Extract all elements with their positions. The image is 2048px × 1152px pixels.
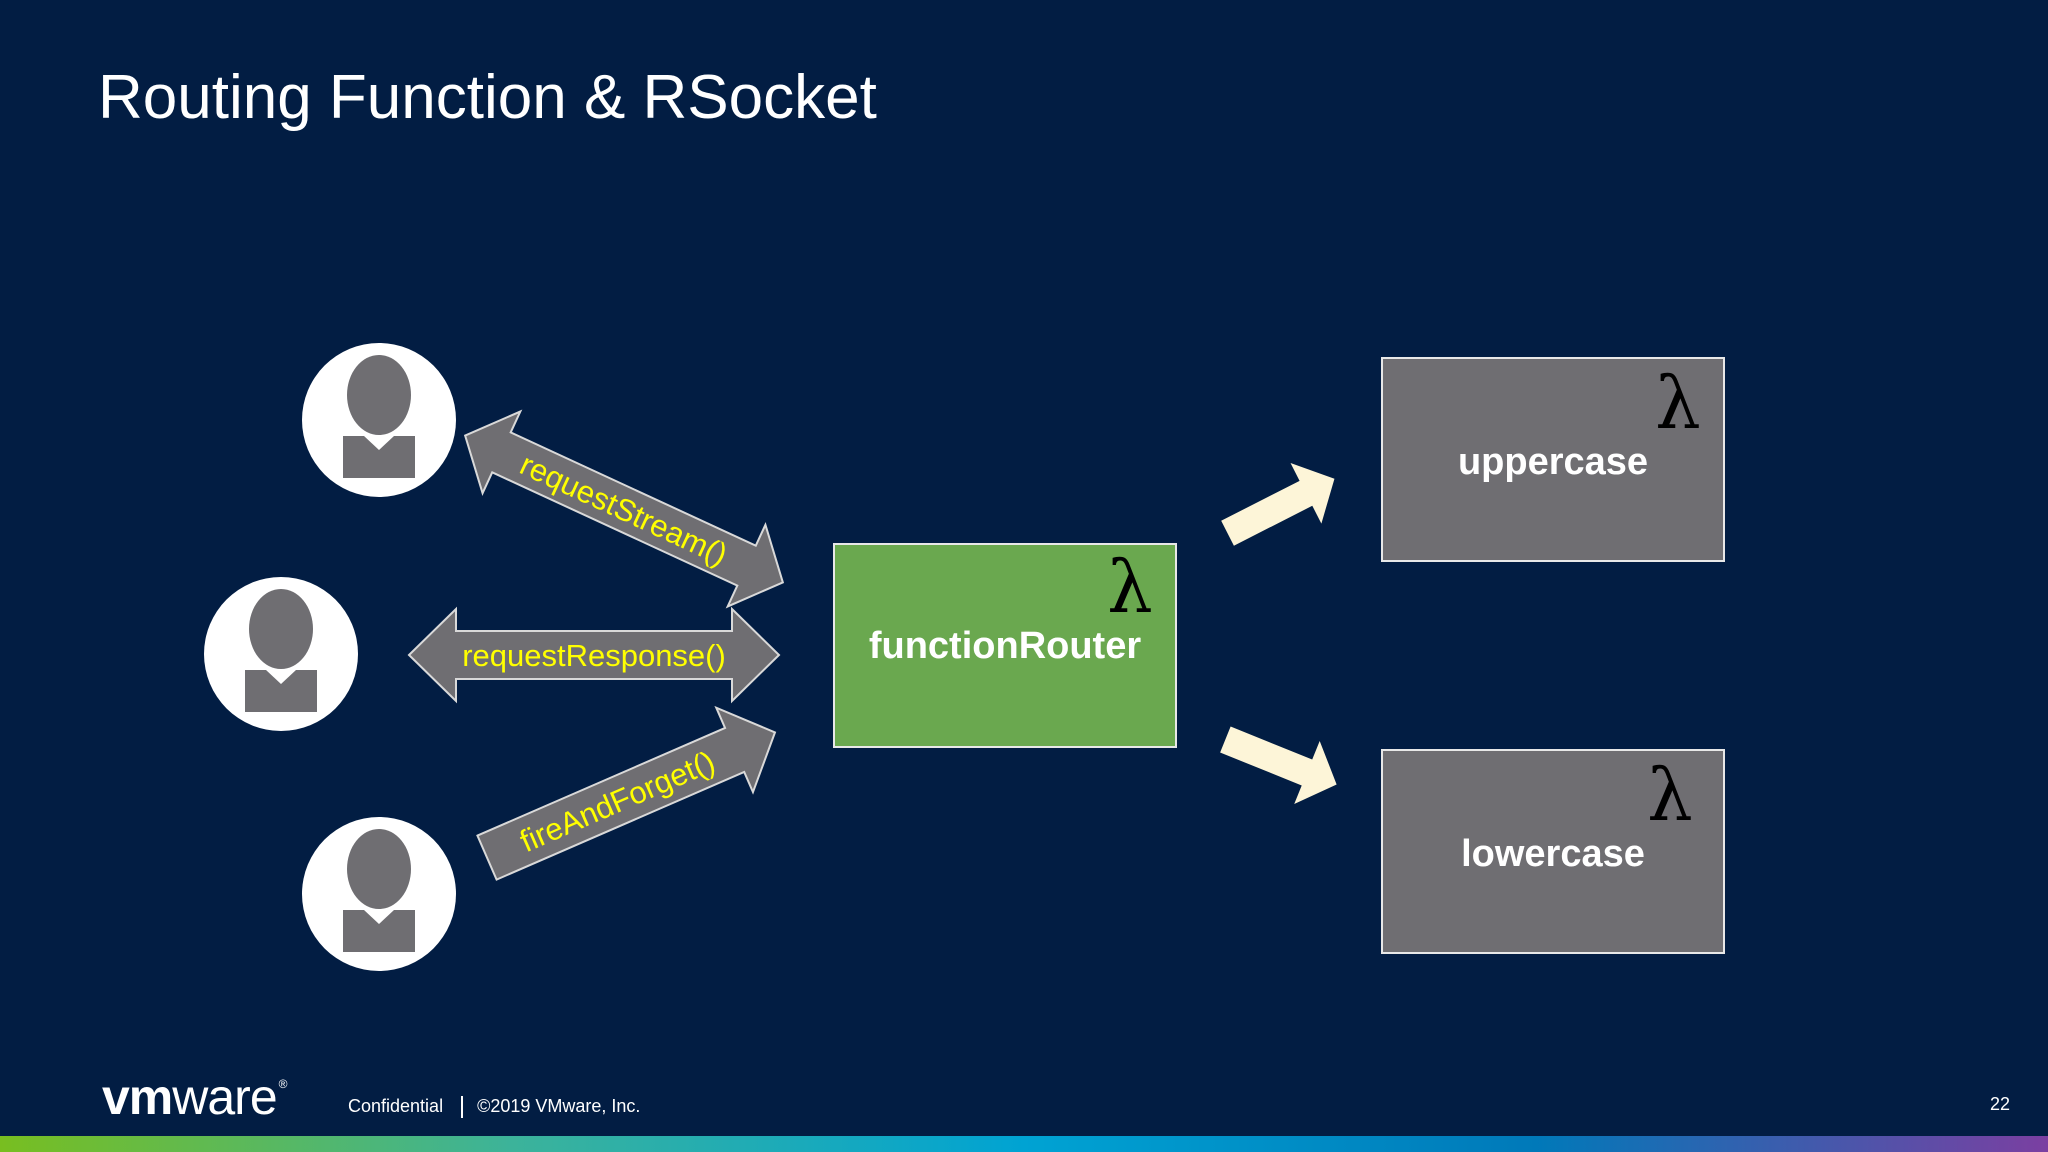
user-avatar-3	[302, 817, 456, 971]
function-router-box: λ functionRouter	[833, 543, 1177, 748]
request-stream-label: requestStream()	[515, 447, 733, 573]
request-stream-arrow: requestStream()	[463, 409, 785, 609]
logo-registered-mark: ®	[278, 1077, 288, 1091]
uppercase-lambda-icon: λ	[1655, 361, 1701, 445]
output-arrow-up	[1221, 462, 1335, 546]
output-arrow-down	[1220, 726, 1337, 805]
request-response-arrow: requestResponse()	[407, 606, 781, 704]
slide-title: Routing Function & RSocket	[98, 63, 877, 132]
footer-divider	[461, 1096, 464, 1119]
logo-vm: vm	[102, 1069, 173, 1125]
request-response-label: requestResponse()	[462, 638, 726, 673]
router-lambda-icon: λ	[1107, 545, 1153, 629]
confidential-label: Confidential	[348, 1096, 444, 1116]
vmware-logo: vmware®	[102, 1069, 288, 1125]
router-label: functionRouter	[869, 625, 1142, 667]
user-avatar-1	[302, 343, 456, 497]
fire-and-forget-arrow: fireAndForget()	[476, 705, 777, 881]
footer-legal: Confidential ©2019 VMware, Inc.	[348, 1096, 641, 1119]
copyright-label: ©2019 VMware, Inc.	[477, 1096, 641, 1116]
fire-and-forget-label: fireAndForget()	[515, 744, 720, 859]
logo-ware: ware	[172, 1069, 277, 1125]
user-avatar-2	[204, 577, 358, 731]
brand-gradient-bar	[0, 1136, 2048, 1152]
lowercase-lambda-icon: λ	[1647, 753, 1693, 837]
uppercase-label: uppercase	[1458, 441, 1648, 483]
lowercase-function-box: λ lowercase	[1381, 749, 1725, 954]
uppercase-function-box: λ uppercase	[1381, 357, 1725, 562]
page-number: 22	[1989, 1094, 2010, 1114]
lowercase-label: lowercase	[1461, 833, 1645, 875]
